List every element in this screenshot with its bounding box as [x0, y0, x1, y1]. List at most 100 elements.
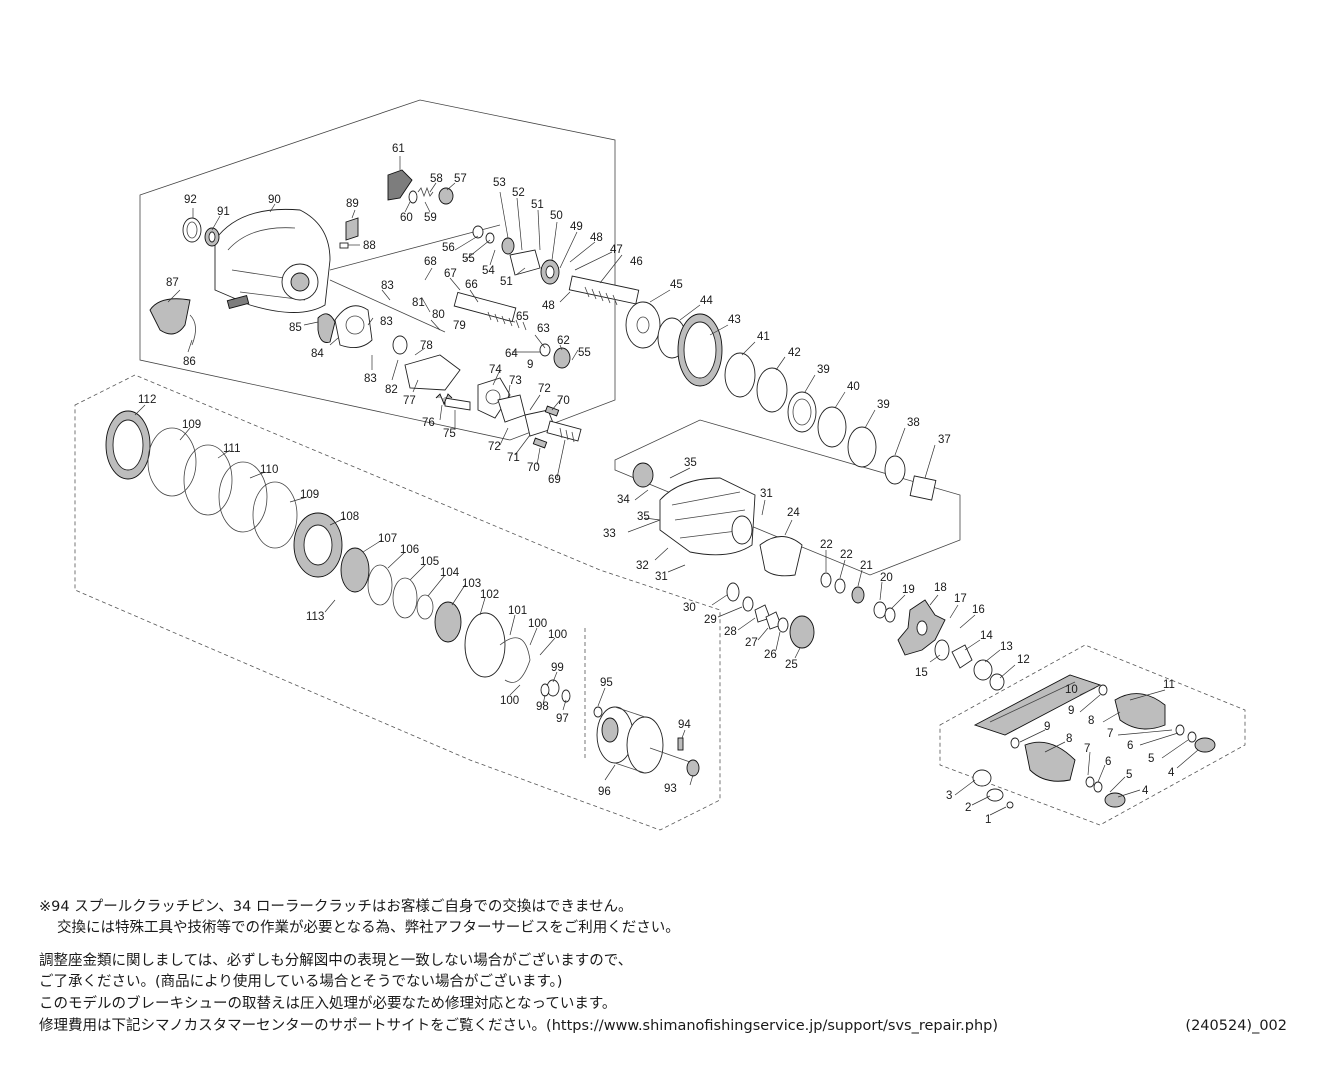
- label-4b: 4: [1142, 785, 1149, 797]
- label-83c: 83: [364, 373, 377, 385]
- label-79: 79: [453, 320, 466, 332]
- label-108: 108: [340, 511, 359, 523]
- label-5b: 5: [1126, 769, 1132, 781]
- part-22a: [820, 572, 832, 588]
- label-98: 98: [536, 701, 549, 713]
- exploded-parts-diagram: 1 2 3 4 4 5 5 6 6 7 7 8 8 9 9 9 10 11 12…: [74, 99, 1246, 831]
- part-62: [553, 347, 571, 369]
- label-48b: 48: [542, 300, 555, 312]
- label-20: 20: [880, 572, 893, 584]
- label-66: 66: [465, 279, 478, 291]
- label-72a: 72: [538, 383, 551, 395]
- label-34: 34: [617, 494, 630, 506]
- label-25: 25: [785, 659, 798, 671]
- label-75: 75: [443, 428, 456, 440]
- part-number-labels: 1 2 3 4 4 5 5 6 6 7 7 8 8 9 9 9 10 11 12…: [138, 143, 1175, 826]
- label-105: 105: [420, 556, 439, 568]
- label-27: 27: [745, 637, 758, 649]
- label-109a: 109: [182, 419, 201, 431]
- label-82: 82: [385, 384, 398, 396]
- label-15: 15: [915, 667, 928, 679]
- label-103: 103: [462, 578, 481, 590]
- label-31a: 31: [760, 488, 773, 500]
- label-70a: 70: [557, 395, 570, 407]
- label-106: 106: [400, 544, 419, 556]
- label-89: 89: [346, 198, 359, 210]
- label-42: 42: [788, 347, 801, 359]
- part-60: [408, 190, 418, 204]
- label-11: 11: [1163, 679, 1175, 691]
- label-61: 61: [392, 143, 405, 155]
- part-84-plate: [334, 305, 373, 349]
- part-107: [340, 547, 370, 593]
- part-92: [182, 217, 202, 243]
- label-30: 30: [683, 602, 696, 614]
- part-33-side-plate: [659, 477, 756, 556]
- part-4b: [1104, 792, 1126, 808]
- label-85: 85: [289, 322, 302, 334]
- part-41: [724, 352, 756, 398]
- label-87: 87: [166, 277, 179, 289]
- part-53: [501, 237, 515, 255]
- label-12: 12: [1017, 654, 1030, 666]
- part-26: [777, 617, 789, 633]
- label-5a: 5: [1148, 753, 1154, 765]
- part-82: [392, 335, 408, 355]
- part-9b: [1010, 737, 1020, 749]
- side-plate-group-outline: [614, 419, 961, 576]
- label-53: 53: [493, 177, 506, 189]
- label-51a: 51: [531, 199, 544, 211]
- label-38: 38: [907, 417, 920, 429]
- part-34: [632, 462, 654, 488]
- label-100a: 100: [528, 618, 547, 630]
- label-59: 59: [424, 212, 437, 224]
- part-70b: [532, 437, 548, 449]
- part-24: [759, 536, 803, 577]
- part-105: [392, 577, 418, 619]
- label-63: 63: [537, 323, 550, 335]
- part-25: [789, 615, 815, 649]
- label-94: 94: [678, 719, 691, 731]
- label-112: 112: [138, 394, 156, 406]
- label-83b: 83: [380, 316, 393, 328]
- part-85: [317, 313, 336, 343]
- label-72b: 72: [488, 441, 501, 453]
- label-91: 91: [217, 206, 230, 218]
- label-90: 90: [268, 194, 281, 206]
- part-86: [189, 314, 196, 346]
- part-103: [434, 601, 462, 643]
- label-39b: 39: [877, 399, 890, 411]
- part-8b-knob: [1024, 741, 1076, 782]
- label-111: 111: [223, 443, 240, 455]
- label-101: 101: [508, 605, 527, 617]
- part-6b: [1093, 781, 1103, 793]
- label-71: 71: [507, 452, 520, 464]
- part-56: [472, 225, 484, 239]
- part-5a: [1187, 731, 1197, 743]
- part-66-pinion: [453, 291, 527, 331]
- part-39a: [787, 391, 817, 433]
- part-89: [345, 217, 359, 241]
- part-46-main-shaft: [568, 275, 640, 306]
- label-67: 67: [444, 268, 457, 280]
- part-42: [756, 367, 788, 413]
- part-57: [438, 187, 454, 205]
- label-83a: 83: [381, 280, 394, 292]
- note-line-5: このモデルのブレーキシューの取替えは圧入処理が必要なため修理対応となっています。: [39, 996, 617, 1012]
- label-97: 97: [556, 713, 569, 725]
- part-30: [726, 582, 740, 602]
- label-3: 3: [946, 790, 952, 802]
- label-7a: 7: [1107, 728, 1113, 740]
- frame-part: [214, 208, 331, 313]
- label-54: 54: [482, 265, 495, 277]
- label-65: 65: [516, 311, 529, 323]
- part-38: [884, 455, 906, 485]
- part-21: [851, 586, 865, 604]
- part-112: [105, 410, 151, 480]
- part-2: [986, 788, 1004, 802]
- label-8a: 8: [1088, 715, 1094, 727]
- part-69-shaft: [546, 420, 582, 443]
- part-91: [204, 227, 220, 247]
- label-80: 80: [432, 309, 445, 321]
- part-7b: [1085, 776, 1095, 788]
